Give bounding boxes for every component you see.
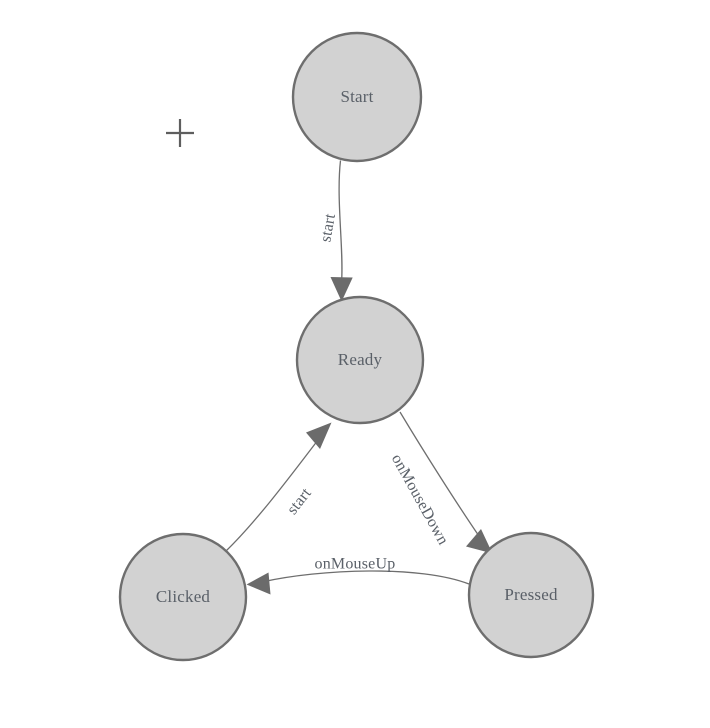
- node-start[interactable]: Start: [291, 31, 423, 163]
- node-circle: [291, 31, 423, 163]
- edge-ready-to-pressed[interactable]: onMouseDown: [388, 411, 493, 554]
- node-label-clicked: Clicked: [156, 587, 211, 606]
- edge-path: [338, 160, 343, 284]
- edge-label-pressed-to-clicked: onMouseUp: [315, 556, 396, 573]
- edge-path: [225, 439, 319, 552]
- node-circle: [467, 531, 595, 659]
- crosshair-plus-icon[interactable]: [166, 119, 194, 147]
- node-label-ready: Ready: [338, 350, 383, 369]
- edge-label-clicked-to-ready: start: [284, 485, 315, 518]
- arrow-head-icon: [306, 422, 332, 449]
- edge-path: [399, 411, 482, 540]
- node-label-start: Start: [340, 87, 373, 106]
- node-pressed[interactable]: Pressed: [467, 531, 595, 659]
- node-ready[interactable]: Ready: [295, 295, 425, 425]
- node-label-pressed: Pressed: [504, 585, 558, 604]
- arrow-head-icon: [330, 277, 353, 302]
- edge-start-to-ready[interactable]: start: [317, 160, 353, 302]
- arrow-head-icon: [246, 572, 271, 595]
- edge-label-start-to-ready: start: [317, 212, 339, 243]
- edge-clicked-to-ready[interactable]: start: [225, 422, 332, 552]
- node-clicked[interactable]: Clicked: [118, 532, 248, 662]
- edge-path: [261, 570, 470, 585]
- node-circle: [118, 532, 248, 662]
- edge-label-ready-to-pressed: onMouseDown: [388, 451, 452, 547]
- node-circle: [295, 295, 425, 425]
- edge-pressed-to-clicked[interactable]: onMouseUp: [246, 556, 470, 595]
- arrow-head-icon: [466, 529, 493, 554]
